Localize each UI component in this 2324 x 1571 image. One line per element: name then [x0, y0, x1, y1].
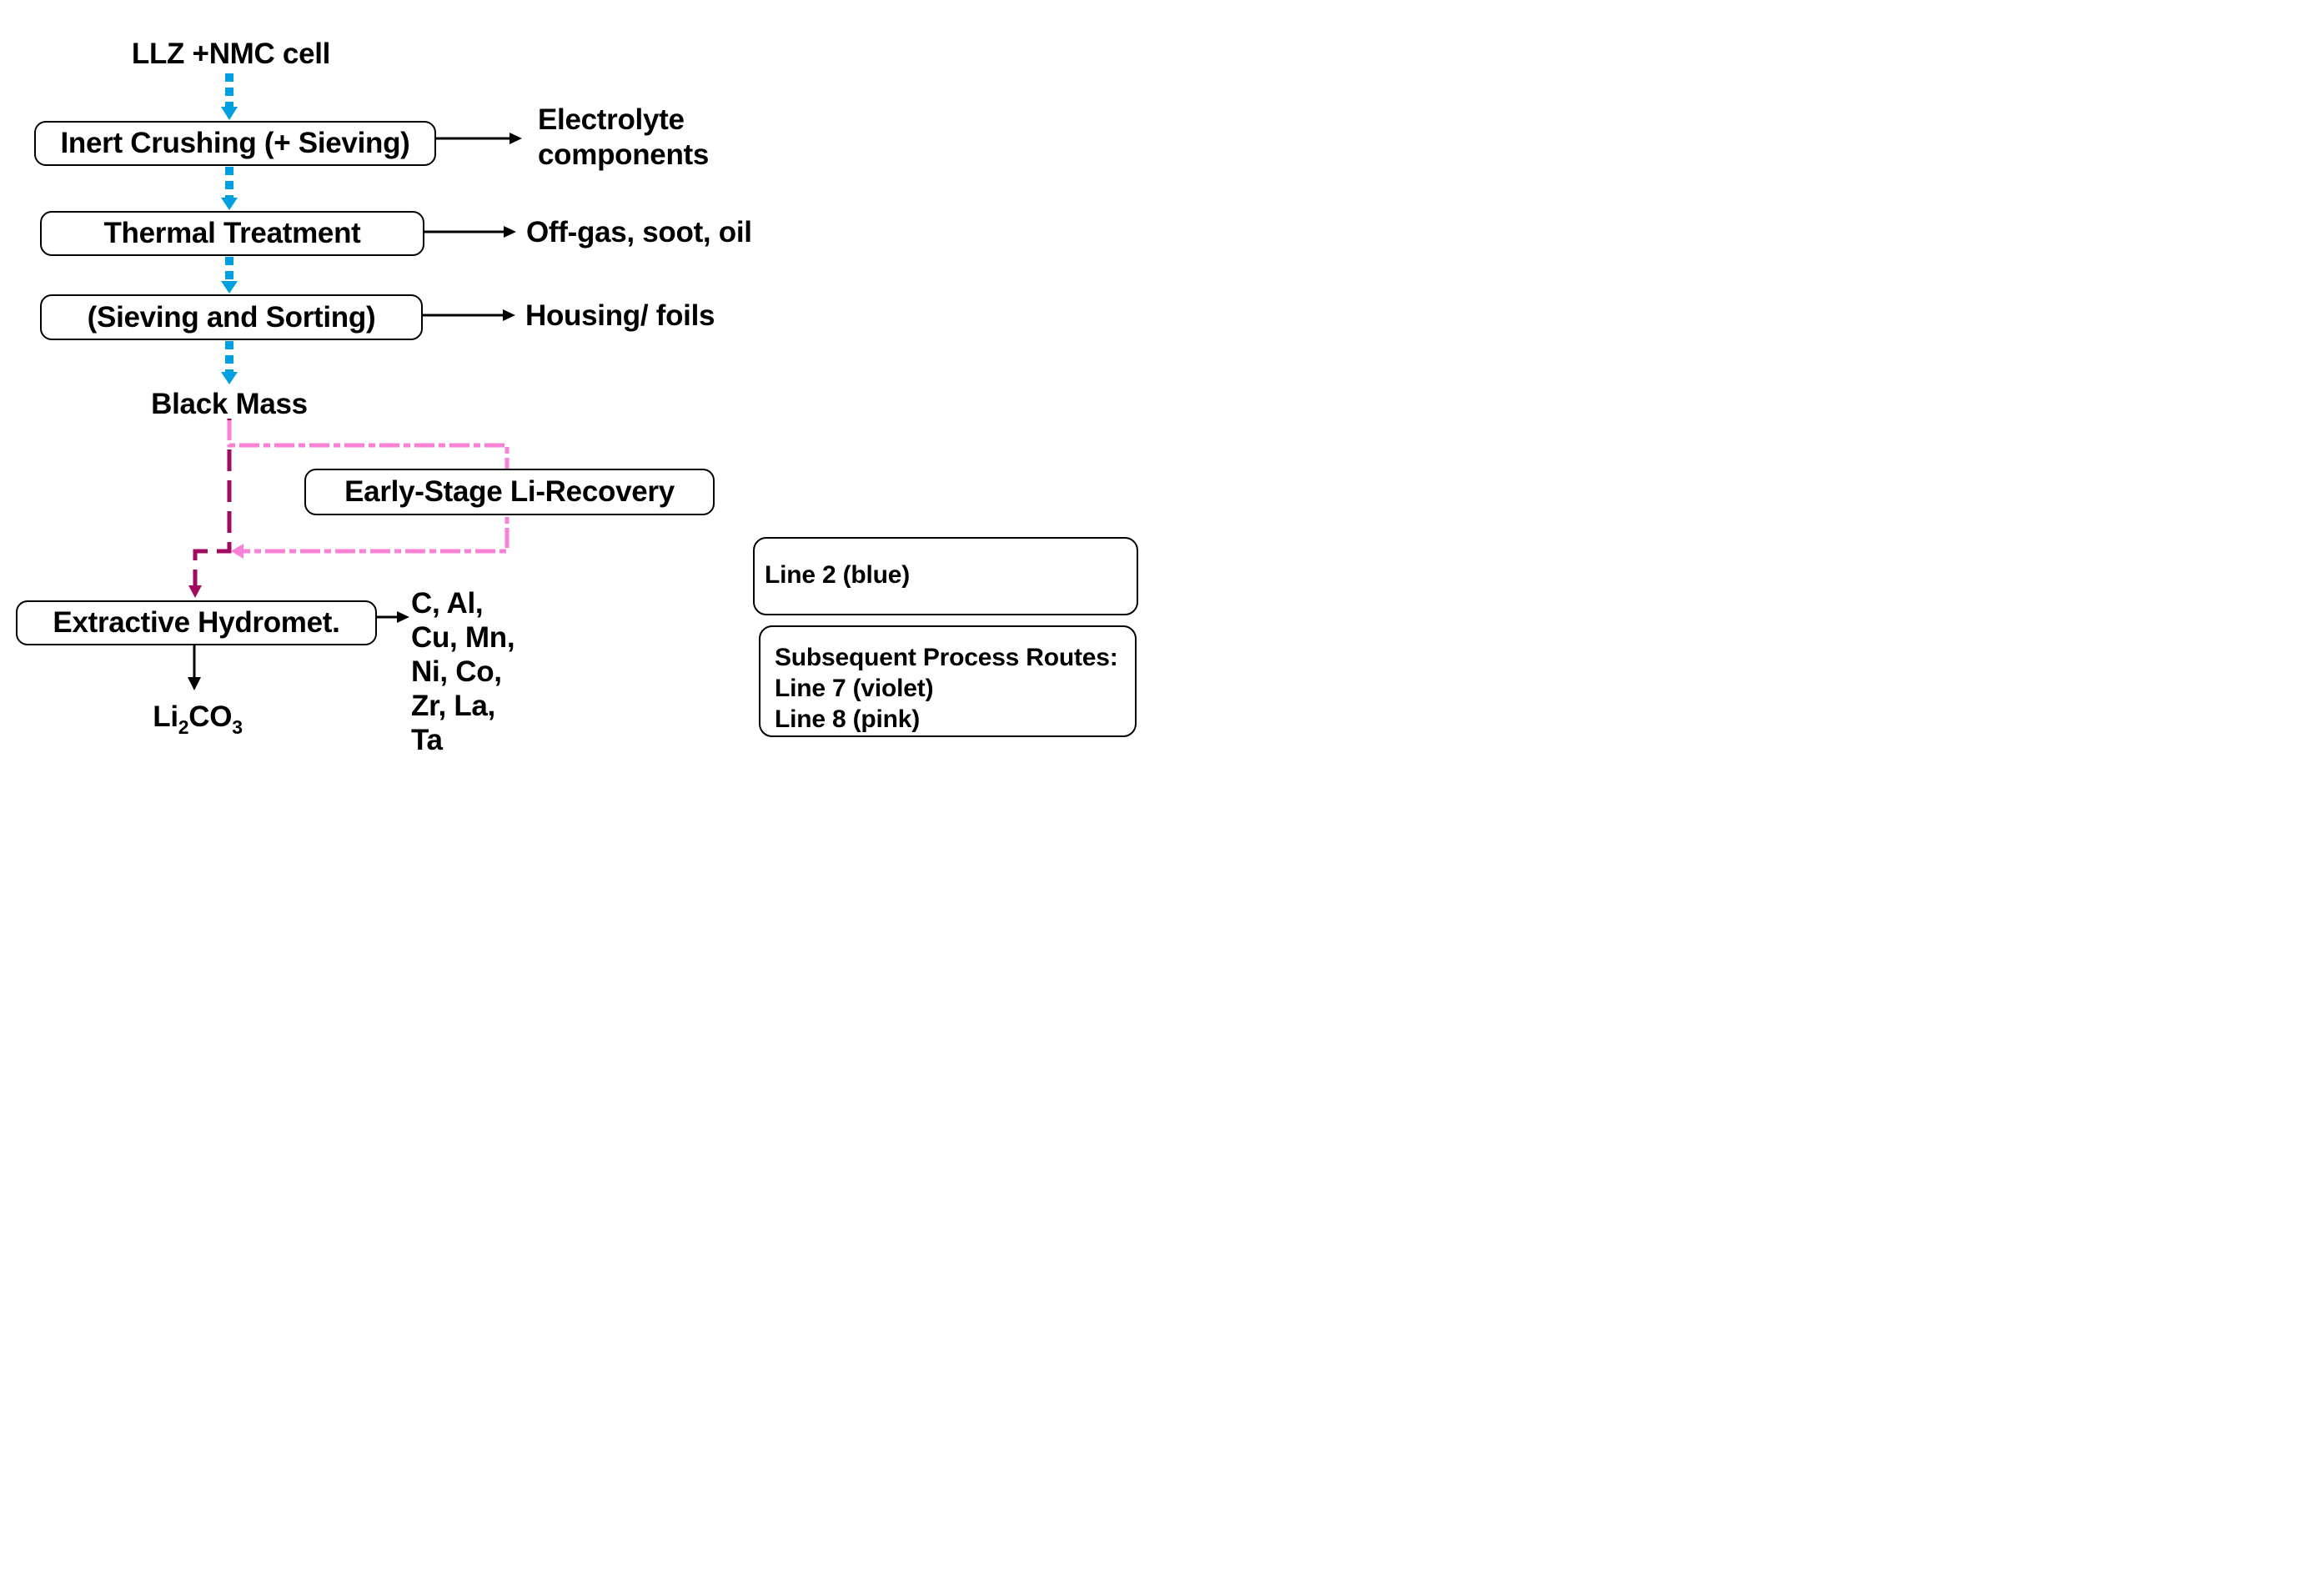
blue-arrow-source-to-inert-crushing: [221, 73, 238, 120]
process-box-sieving-sorting-label: (Sieving and Sorting): [87, 300, 376, 334]
legend-line7-label: Line 7 (violet): [775, 675, 934, 702]
process-box-thermal-treatment-label: Thermal Treatment: [103, 217, 361, 249]
process-box-thermal-treatment: Thermal Treatment: [40, 211, 424, 256]
li2co3-sub2: 3: [232, 716, 243, 738]
legend-subsequent-heading: Subsequent Process Routes:: [775, 644, 1118, 671]
process-box-extractive-hydromet: Extractive Hydromet.: [16, 600, 377, 645]
process-box-sieving-sorting: (Sieving and Sorting): [40, 294, 423, 340]
flowchart-canvas: LLZ +NMC cell Inert Crushing (+ Sieving)…: [0, 0, 1162, 786]
arrow-inert-to-electrolyte: [433, 133, 522, 144]
process-box-early-li-recovery-label: Early-Stage Li-Recovery: [344, 475, 675, 508]
arrow-hydromet-to-li2co3: [188, 644, 201, 690]
output-metals-line1: C, Al,: [411, 587, 484, 620]
legend-box-line2: [753, 537, 1138, 615]
process-box-extractive-hydromet-label: Extractive Hydromet.: [53, 606, 340, 639]
process-box-early-li-recovery: Early-Stage Li-Recovery: [304, 469, 715, 515]
legend-line2-label: Line 2 (blue): [765, 561, 911, 589]
output-metals-line4: Zr, La,: [411, 690, 495, 722]
output-electrolyte-line1: Electrolyte: [538, 103, 685, 136]
blue-arrow-thermal-to-sieving: [221, 257, 238, 294]
output-metals-line2: Cu, Mn,: [411, 621, 515, 654]
output-metals-line5: Ta: [411, 724, 443, 756]
output-offgas: Off-gas, soot, oil: [526, 216, 752, 248]
li2co3-node-label: Li2CO3: [114, 700, 281, 738]
output-housing: Housing/ foils: [525, 299, 715, 332]
output-electrolyte-line2: components: [538, 138, 710, 171]
process-box-inert-crushing-label: Inert Crushing (+ Sieving): [60, 127, 410, 159]
legend-subsequent-block: Subsequent Process Routes: Line 7 (viole…: [775, 642, 1118, 735]
violet-route-black-mass-to-hydromet: [188, 419, 232, 598]
pink-route-early-li-recovery-loop: [227, 420, 509, 559]
source-node-label: LLZ +NMC cell: [131, 38, 331, 70]
li2co3-base1: Li: [153, 700, 178, 733]
output-metals: C, Al, Cu, Mn, Ni, Co, Zr, La, Ta: [411, 586, 515, 757]
arrow-thermal-to-offgas: [421, 226, 516, 238]
blue-arrow-inert-to-thermal: [221, 167, 238, 210]
legend-line8-label: Line 8 (pink): [775, 705, 921, 733]
process-box-inert-crushing: Inert Crushing (+ Sieving): [34, 121, 436, 166]
output-electrolyte: Electrolyte components: [538, 103, 709, 173]
black-mass-node-label: Black Mass: [151, 388, 308, 420]
arrow-hydromet-to-metals: [374, 611, 409, 623]
blue-arrow-sieving-to-black-mass: [221, 341, 238, 384]
li2co3-sub1: 2: [178, 716, 189, 738]
output-metals-line3: Ni, Co,: [411, 655, 502, 688]
legend-box-subsequent-routes: [759, 625, 1137, 737]
li2co3-base2: CO: [188, 700, 233, 733]
arrow-sieving-to-housing: [419, 309, 515, 321]
